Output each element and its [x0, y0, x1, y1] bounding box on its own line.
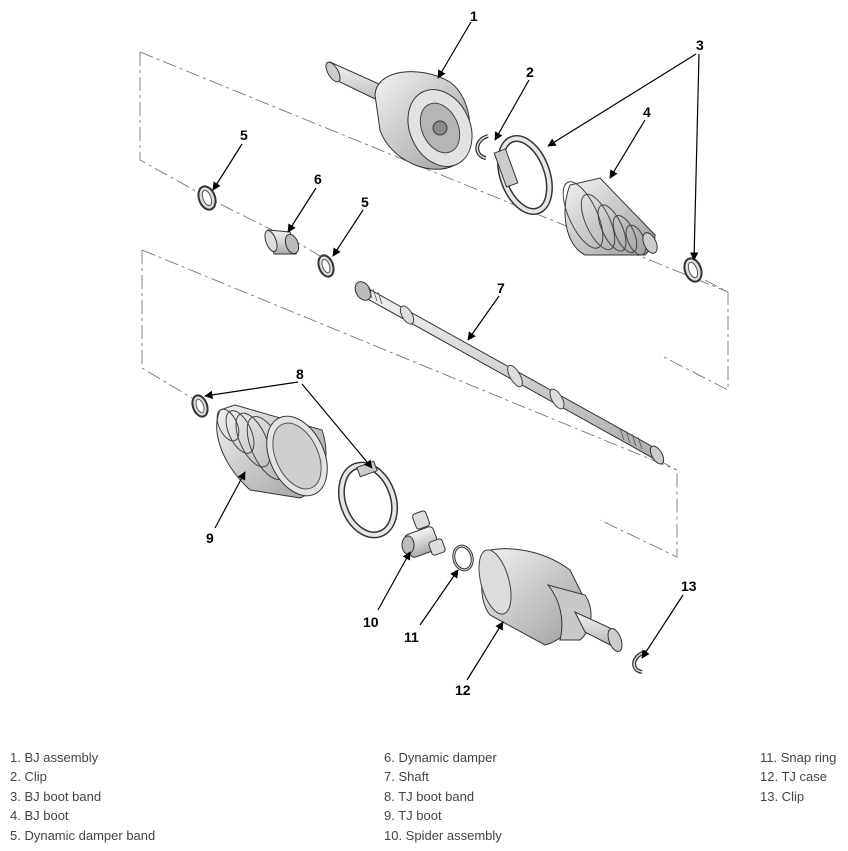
clip-part-top — [475, 134, 489, 160]
callout-13: 13 — [681, 578, 697, 594]
legend-column-1: 1. BJ assembly 2. Clip 3. BJ boot band 4… — [10, 748, 155, 845]
callout-2: 2 — [526, 64, 534, 80]
callout-5-right: 5 — [361, 194, 369, 210]
callout-labels: 1 2 3 4 5 6 5 7 8 9 10 11 12 13 — [206, 8, 704, 698]
leader-lines — [204, 21, 700, 681]
callout-11: 11 — [404, 629, 419, 645]
legend-item: 11. Snap ring — [760, 750, 837, 765]
parts-legend: 1. BJ assembly 2. Clip 3. BJ boot band 4… — [0, 748, 848, 848]
legend-column-2: 6. Dynamic damper 7. Shaft 8. TJ boot ba… — [384, 748, 502, 845]
callout-6: 6 — [314, 171, 322, 187]
tj-boot-band-part-small — [191, 394, 209, 418]
snap-ring-part — [452, 544, 474, 572]
bj-boot-part — [562, 177, 658, 256]
legend-item: 1. BJ assembly — [10, 750, 99, 765]
callout-7: 7 — [497, 280, 505, 296]
legend-column-3: 11. Snap ring 12. TJ case 13. Clip — [760, 748, 836, 806]
exploded-drive-shaft-diagram: 1 2 3 4 5 6 5 7 8 9 10 11 12 13 — [139, 8, 729, 698]
callout-12: 12 — [455, 682, 471, 698]
dynamic-damper-part — [264, 229, 300, 255]
callout-4: 4 — [643, 104, 651, 120]
bj-boot-band-part-small — [683, 257, 703, 283]
legend-item: 6. Dynamic damper — [384, 750, 497, 765]
tj-boot-part — [216, 404, 328, 499]
legend-item: 3. BJ boot band — [10, 788, 102, 804]
legend-item: 13. Clip — [760, 788, 805, 804]
legend-item: 10. Spider assembly — [384, 827, 502, 843]
legend-item: 12. TJ case — [760, 769, 827, 785]
legend-item: 9. TJ boot — [384, 808, 442, 824]
dynamic-damper-band-part-right — [317, 254, 335, 278]
legend-item: 7. Shaft — [384, 769, 429, 785]
tj-boot-band-part-large — [337, 460, 399, 539]
callout-3: 3 — [696, 37, 704, 53]
callout-8: 8 — [296, 366, 304, 382]
legend-item: 4. BJ boot — [10, 808, 69, 824]
callout-5-left: 5 — [240, 127, 248, 143]
callout-10: 10 — [363, 614, 379, 630]
dynamic-damper-band-part-left — [197, 185, 217, 211]
callout-9: 9 — [206, 530, 214, 546]
legend-item: 2. Clip — [10, 769, 47, 785]
tj-case-part — [478, 548, 623, 652]
bj-assembly-part — [325, 60, 473, 170]
legend-item: 5. Dynamic damper band — [10, 827, 156, 843]
bj-boot-band-part-large — [493, 135, 553, 215]
shaft-part — [354, 281, 665, 465]
spider-assembly-part — [401, 510, 446, 558]
callout-1: 1 — [470, 8, 478, 24]
legend-item: 8. TJ boot band — [384, 788, 475, 804]
